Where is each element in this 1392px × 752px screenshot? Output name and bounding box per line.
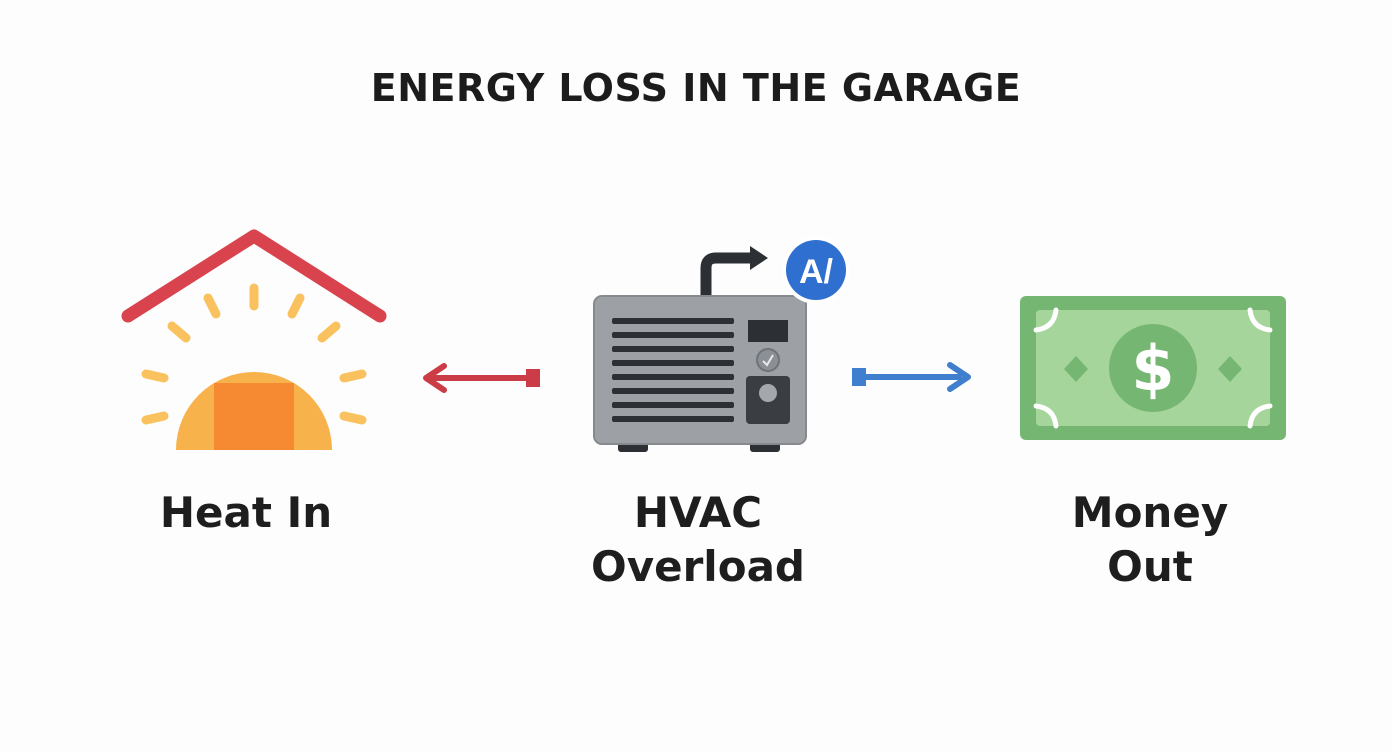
- ai-badge-icon: A/: [782, 236, 850, 304]
- sun-house-icon: [121, 229, 387, 450]
- node-label-hvac-overload: HVAC Overload: [548, 486, 848, 594]
- badge-text: A/: [799, 253, 834, 291]
- label-line: Out: [1107, 542, 1193, 591]
- node-label-heat-in: Heat In: [96, 486, 396, 540]
- arrow-right-icon: [852, 362, 971, 392]
- label-line: Heat In: [159, 488, 333, 537]
- dollar-bill-icon: $: [1020, 296, 1286, 440]
- dollar-sign: $: [1131, 332, 1174, 405]
- label-line: Money: [1071, 488, 1229, 537]
- diagram-title: ENERGY LOSS IN THE GARAGE: [370, 66, 1022, 110]
- hvac-unit-icon: [593, 246, 807, 452]
- node-label-money-out: Money Out: [1000, 486, 1300, 594]
- label-line: Overload: [591, 542, 805, 591]
- arrow-left-icon: [423, 363, 540, 393]
- label-line: HVAC: [633, 488, 763, 537]
